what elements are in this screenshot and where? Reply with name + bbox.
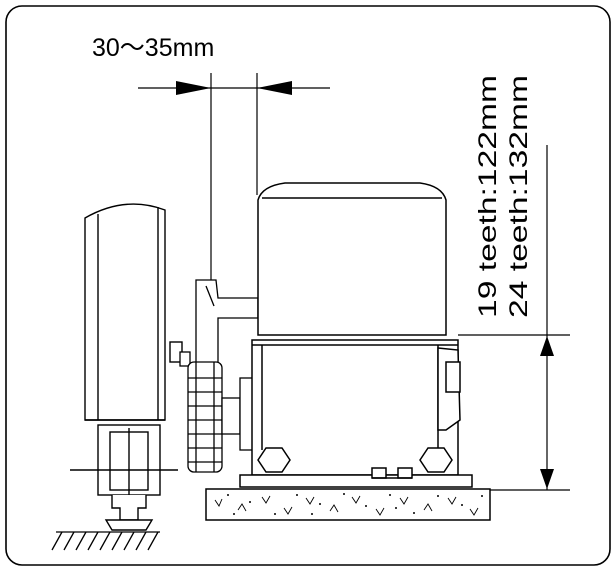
anchor-bolt-left	[371, 467, 387, 479]
arrow-up	[540, 336, 554, 356]
hex-bolt-left	[257, 447, 291, 473]
height-label-19-teeth: 19 teeth:122mm	[474, 75, 502, 318]
frame-border	[5, 5, 611, 566]
hex-bolt-right	[419, 447, 453, 473]
concrete-base	[205, 488, 491, 521]
arrow-right	[176, 81, 211, 95]
arrow-left	[257, 81, 292, 95]
height-dimension	[458, 145, 570, 491]
gap-dimension: 30～35mm	[92, 34, 330, 290]
ground-hatching	[51, 531, 160, 551]
pinion-gear	[187, 361, 255, 473]
motor-housing	[239, 182, 473, 488]
height-label-24-teeth: 24 teeth:132mm	[505, 75, 533, 318]
anchor-bolt-right	[397, 467, 413, 479]
gate-leaf	[84, 203, 183, 421]
gate-wheel	[70, 424, 178, 531]
arrow-down	[540, 469, 554, 489]
rack-bracket	[179, 279, 259, 367]
gap-label: 30～35mm	[92, 34, 214, 62]
